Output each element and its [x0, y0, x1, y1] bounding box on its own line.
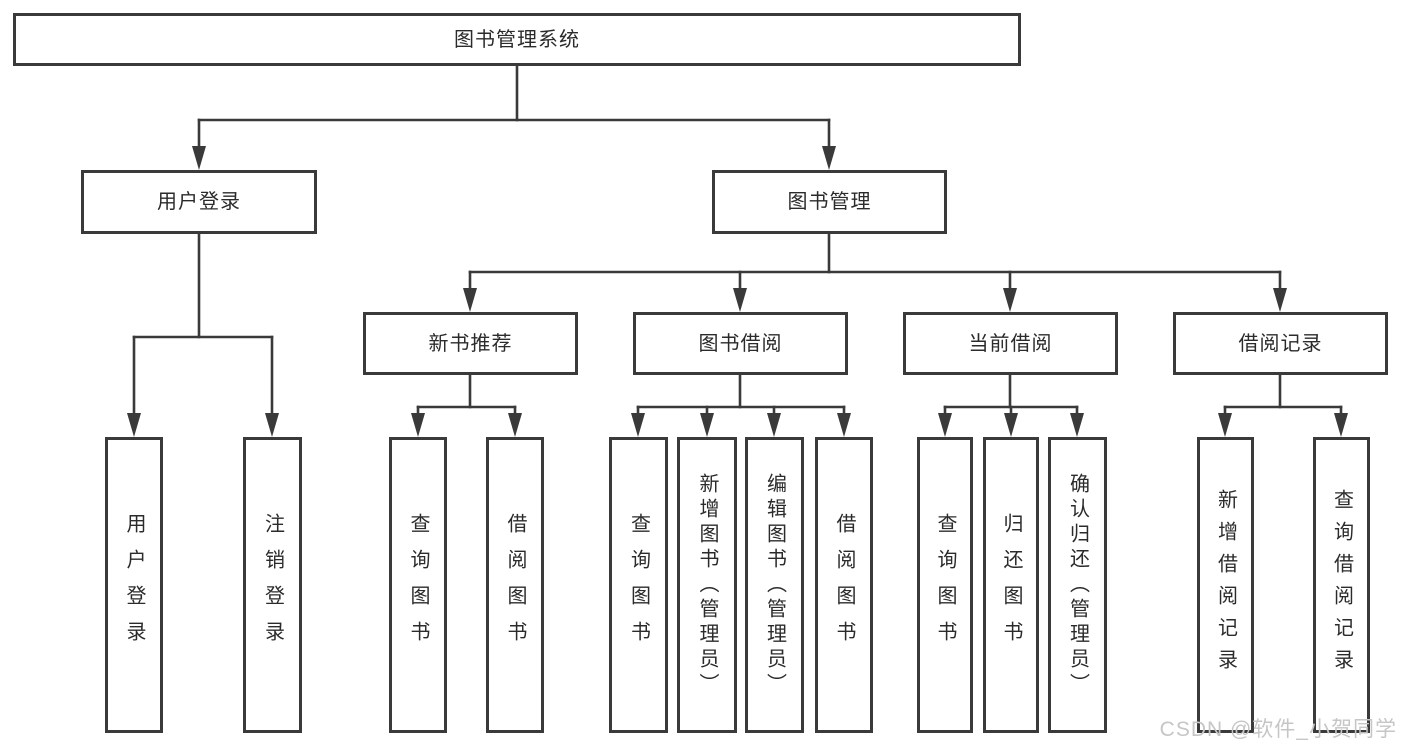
- node-current-borrow: 当前借阅: [903, 312, 1118, 375]
- leaf-borrow-books: 借阅图书: [815, 437, 873, 733]
- leaf-label: 查询图书: [934, 513, 956, 657]
- leaf-query-books-current: 查询图书: [917, 437, 973, 733]
- leaf-confirm-return-admin: 确认归还（管理员）: [1048, 437, 1107, 733]
- connector-user-login-to-leaves: [127, 232, 279, 437]
- connector-current-borrow-to-leaves: [938, 373, 1084, 437]
- leaf-label: 归还图书: [1000, 513, 1022, 657]
- node-label: 图书管理: [787, 191, 872, 213]
- leaf-add-book-admin: 新增图书（管理员）: [677, 437, 737, 733]
- leaf-label: 确认归还（管理员）: [1066, 472, 1089, 698]
- node-label: 新书推荐: [428, 332, 513, 355]
- node-label: 用户登录: [157, 191, 241, 213]
- node-label: 当前借阅: [968, 332, 1053, 355]
- connector-book-management-to-level3: [463, 232, 1287, 312]
- leaf-logout: 注销登录: [243, 437, 302, 733]
- node-label: 图书管理系统: [454, 28, 580, 51]
- leaf-label: 查询借阅记录: [1330, 489, 1353, 681]
- node-borrow-records: 借阅记录: [1173, 312, 1388, 375]
- leaf-label: 借阅图书: [504, 513, 526, 657]
- node-book-management: 图书管理: [712, 170, 947, 234]
- leaf-label: 编辑图书（管理员）: [763, 472, 786, 698]
- leaf-label: 注销登录: [261, 513, 284, 657]
- leaf-label: 查询图书: [407, 513, 429, 657]
- connector-root-to-level2: [192, 64, 836, 170]
- leaf-label: 查询图书: [627, 513, 650, 657]
- leaf-label: 借阅图书: [833, 513, 855, 657]
- node-new-book-recommend: 新书推荐: [363, 312, 578, 375]
- leaf-query-books-recommend: 查询图书: [389, 437, 447, 733]
- leaf-add-borrow-record: 新增借阅记录: [1197, 437, 1254, 733]
- node-library-management-system: 图书管理系统: [13, 13, 1021, 66]
- node-book-borrow: 图书借阅: [633, 312, 848, 375]
- leaf-edit-book-admin: 编辑图书（管理员）: [745, 437, 804, 733]
- leaf-label: 用户登录: [123, 513, 145, 657]
- node-label: 借阅记录: [1238, 332, 1323, 355]
- node-user-login: 用户登录: [81, 170, 317, 234]
- connector-borrow-records-to-leaves: [1218, 373, 1348, 437]
- leaf-label: 新增图书（管理员）: [696, 472, 718, 698]
- leaf-query-borrow-record: 查询借阅记录: [1313, 437, 1370, 733]
- leaf-borrow-books-recommend: 借阅图书: [486, 437, 544, 733]
- leaf-user-login: 用户登录: [105, 437, 163, 733]
- leaf-return-books: 归还图书: [983, 437, 1039, 733]
- node-label: 图书借阅: [698, 332, 783, 355]
- connector-book-borrow-to-leaves: [631, 373, 851, 437]
- leaf-label: 新增借阅记录: [1214, 489, 1237, 681]
- connector-new-book-recommend-to-leaves: [411, 373, 522, 437]
- leaf-query-books-borrow: 查询图书: [609, 437, 668, 733]
